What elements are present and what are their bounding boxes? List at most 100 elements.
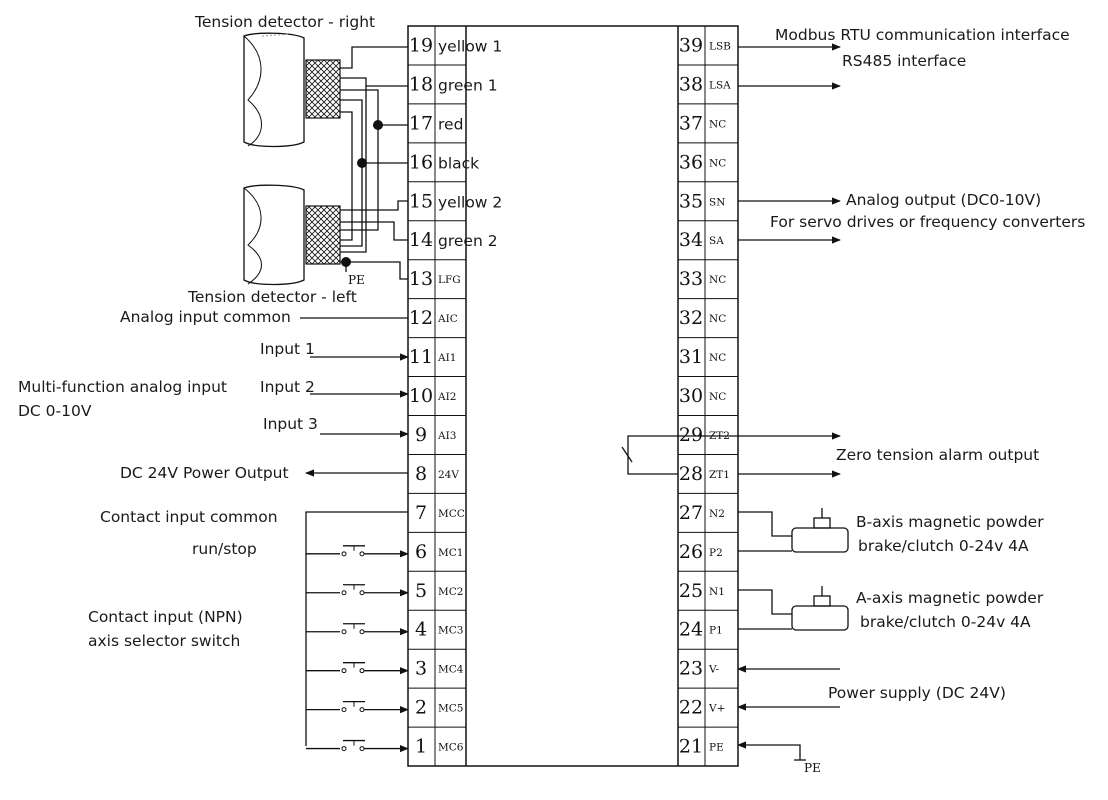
right-terminal-label: P2	[709, 547, 723, 559]
left-terminal-label: MC2	[438, 586, 463, 598]
right-terminal-label: P1	[709, 625, 723, 637]
a-axis-spec-label: brake/clutch 0-24v 4A	[860, 613, 1031, 631]
switch-contact	[359, 590, 365, 596]
right-terminal-label: SN	[709, 196, 725, 208]
right-terminal-label: NC	[709, 352, 726, 364]
left-terminal-label: MC5	[438, 703, 463, 715]
b-axis-label: B-axis magnetic powder	[856, 513, 1044, 531]
left-terminal-number: 8	[415, 463, 427, 485]
left-terminal-label: AI3	[437, 430, 456, 442]
input1-label: Input 1	[260, 340, 315, 358]
power-supply-label: Power supply (DC 24V)	[828, 684, 1006, 702]
right-terminal-number: 39	[679, 34, 703, 56]
left-terminal-number: 13	[409, 268, 433, 290]
right-terminal-label: NC	[709, 274, 726, 286]
right-terminal-number: 25	[679, 580, 703, 602]
brake-b-axis	[738, 508, 849, 553]
left-terminal-label: 24V	[438, 469, 459, 481]
left-terminal-label: green 1	[438, 76, 498, 94]
right-terminal-label: NC	[709, 157, 726, 169]
left-terminal-number: 14	[409, 229, 433, 251]
right-terminal-label: PE	[709, 742, 724, 754]
right-terminal-number: 38	[679, 73, 703, 95]
left-terminal-number: 19	[409, 34, 433, 56]
left-terminal-label: AI2	[437, 391, 456, 403]
right-terminal-number: 32	[679, 307, 703, 329]
right-terminal-label: N2	[709, 508, 725, 520]
modbus-label: Modbus RTU communication interface	[775, 26, 1070, 44]
right-terminal-number: 24	[679, 619, 703, 641]
right-terminal-number: 34	[679, 229, 703, 251]
zero-tension-label: Zero tension alarm output	[836, 446, 1039, 464]
right-terminal-number: 22	[679, 697, 703, 719]
tension-wiring	[340, 46, 408, 280]
multi-analog-label: Multi-function analog input	[18, 378, 227, 396]
analog-input-wires	[300, 317, 409, 477]
left-terminal-number: 17	[409, 112, 433, 134]
input2-label: Input 2	[260, 378, 315, 396]
right-terminal-label: N1	[709, 586, 725, 598]
output-wires	[621, 43, 841, 761]
servo-label: For servo drives or frequency converters	[770, 213, 1085, 231]
left-terminal-label: LFG	[438, 274, 461, 286]
power-output-label: DC 24V Power Output	[120, 464, 289, 482]
switch-contact	[359, 551, 365, 557]
left-terminal-number: 12	[409, 307, 433, 329]
left-terminal-number: 3	[415, 658, 427, 680]
right-terminal-number: 31	[679, 346, 703, 368]
left-terminal-number: 6	[415, 541, 427, 563]
switch-contact	[359, 668, 365, 674]
right-terminal-label: NC	[709, 391, 726, 403]
switch-contact	[341, 746, 347, 752]
analog-common-label: Analog input common	[120, 308, 291, 326]
right-terminal-number: 33	[679, 268, 703, 290]
switch-contact	[341, 707, 347, 713]
contact-common-label: Contact input common	[100, 508, 278, 526]
switch-contact	[341, 668, 347, 674]
right-terminal-label: LSA	[709, 79, 731, 91]
left-terminal-label: MC1	[438, 547, 463, 559]
right-terminal-label: ZT1	[709, 469, 730, 481]
left-terminal-number: 4	[415, 619, 427, 641]
annotations: Tension detector - right Tension detecto…	[18, 13, 1085, 775]
right-terminal-number: 28	[679, 463, 703, 485]
left-terminal-label: yellow 1	[438, 37, 502, 55]
left-terminal-label: MC3	[438, 625, 463, 637]
input3-label: Input 3	[263, 415, 318, 433]
right-terminal-label: V-	[708, 664, 720, 676]
tension-detector-left	[243, 184, 341, 286]
contact-input-wires	[305, 511, 409, 753]
left-terminal-label: MCC	[438, 508, 465, 520]
left-terminal-label: red	[438, 115, 463, 133]
multi-analog-range-label: DC 0-10V	[18, 402, 92, 420]
right-terminal-label: NC	[709, 313, 726, 325]
pe-right-label: PE	[804, 761, 821, 775]
right-terminal-number: 30	[679, 385, 703, 407]
left-terminal-label: MC6	[438, 742, 464, 754]
switch-contact	[341, 551, 347, 557]
right-terminal-number: 26	[679, 541, 703, 563]
switch-contact	[341, 629, 347, 635]
tension-detector-right	[243, 32, 341, 148]
left-terminal-number: 18	[409, 73, 433, 95]
analog-output-label: Analog output (DC0-10V)	[846, 191, 1041, 209]
left-terminal-label: black	[438, 154, 479, 172]
tension-left-label: Tension detector - left	[187, 288, 357, 306]
left-terminal-number: 16	[409, 151, 433, 173]
right-terminal-label: LSB	[709, 40, 731, 52]
right-terminal-label: SA	[709, 235, 724, 247]
left-terminal-number: 10	[409, 385, 433, 407]
tension-right-label: Tension detector - right	[194, 13, 375, 31]
right-terminal-number: 21	[679, 736, 703, 758]
contact-npn-label: Contact input (NPN)	[88, 608, 243, 626]
switch-contact	[341, 590, 347, 596]
b-axis-spec-label: brake/clutch 0-24v 4A	[858, 537, 1029, 555]
right-terminal-number: 23	[679, 658, 703, 680]
left-terminal-number: 15	[409, 190, 433, 212]
left-terminal-label: green 2	[438, 232, 498, 250]
